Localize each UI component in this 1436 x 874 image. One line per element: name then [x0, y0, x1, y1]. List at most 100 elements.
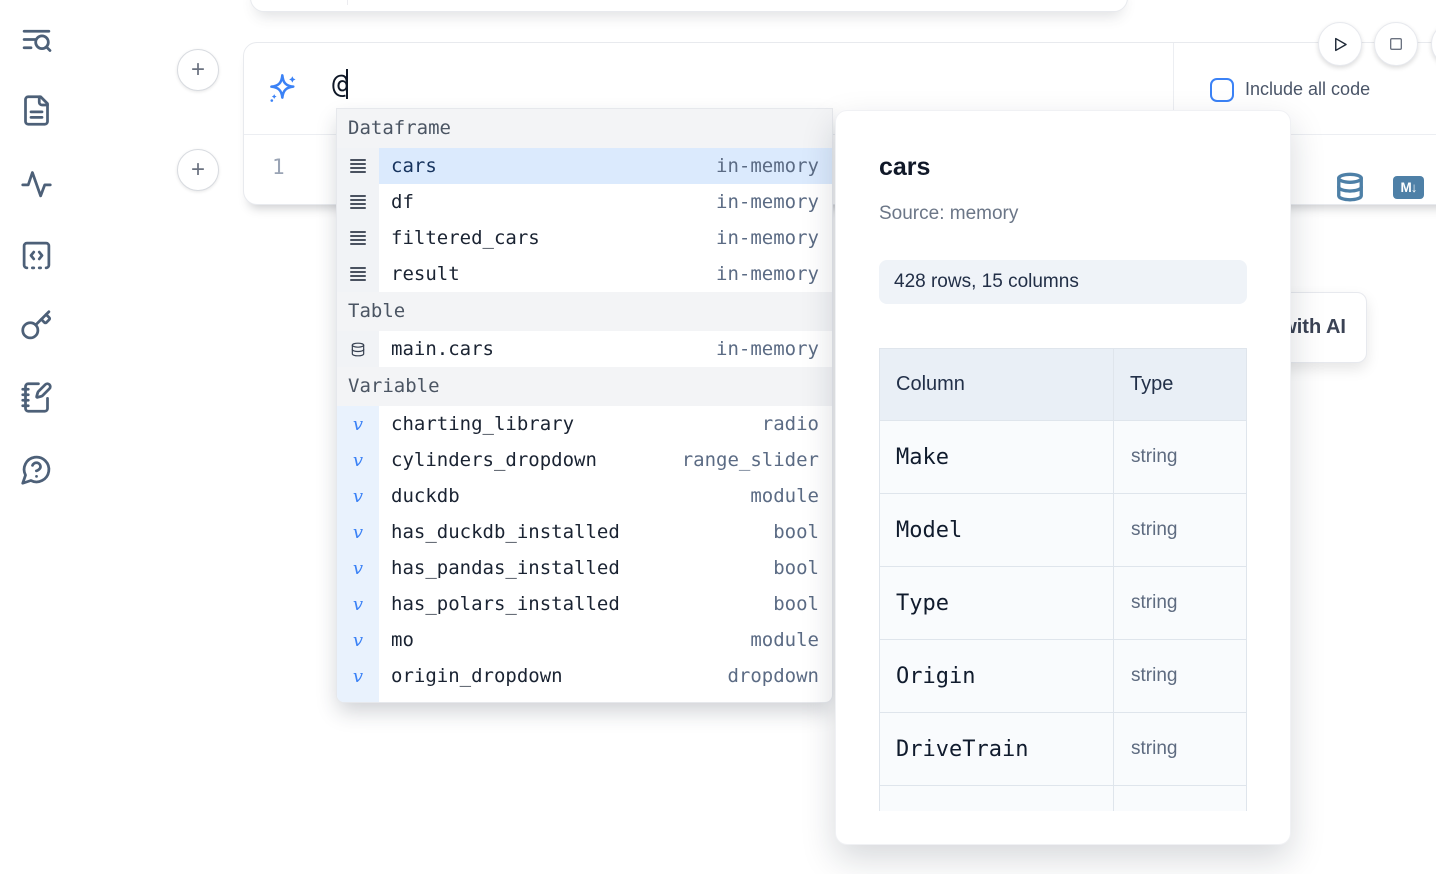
completion-item-gutter: v [337, 550, 379, 586]
preview-title: cars [879, 153, 931, 181]
table-database-icon [350, 341, 366, 358]
variable-icon: v [352, 449, 364, 471]
completion-item-name: cars [391, 155, 437, 177]
completion-item-gutter [337, 331, 379, 367]
completion-item-name: main.cars [391, 338, 494, 360]
ai-sparkle-icon [267, 72, 299, 104]
completion-item-name: table [391, 701, 448, 702]
dataframe-rows-icon [350, 195, 366, 209]
completion-item-type: in-memory [716, 227, 819, 249]
variable-icon: v [352, 485, 364, 507]
completion-item[interactable]: v cylinders_dropdown range_slider [337, 442, 832, 478]
database-icon[interactable] [1335, 171, 1365, 203]
completion-item-type: table [746, 701, 819, 702]
completion-item[interactable]: v duckdb module [337, 478, 832, 514]
completion-item[interactable]: vtabletable [337, 694, 832, 702]
preview-shape-badge: 428 rows, 15 columns [879, 260, 1247, 304]
schema-header-cell: Type [1113, 348, 1247, 421]
key-icon[interactable] [20, 309, 53, 342]
schema-column-type: string [1113, 712, 1247, 786]
completion-item-name: has_polars_installed [391, 593, 620, 615]
schema-header-cell: Column [879, 348, 1114, 421]
completion-item-gutter [337, 220, 379, 256]
completion-item[interactable]: v has_polars_installed bool [337, 586, 832, 622]
completion-item-name: cylinders_dropdown [391, 449, 597, 471]
gutter-divider [347, 0, 348, 5]
square-icon [1390, 38, 1402, 50]
schema-column-name: DriveTrain [879, 712, 1114, 786]
file-text-icon[interactable] [20, 94, 53, 127]
completion-item-gutter [337, 184, 379, 220]
completion-section-header: Table [337, 292, 832, 331]
completion-item-name: df [391, 191, 414, 213]
completion-item-type: module [750, 629, 819, 651]
completion-section-header: Variable [337, 367, 832, 406]
schema-column-type: string [1113, 493, 1247, 567]
completion-item-gutter: v [337, 658, 379, 694]
stop-cell-button[interactable] [1374, 22, 1418, 66]
help-chat-icon[interactable] [20, 453, 53, 486]
code-square-icon[interactable] [20, 239, 53, 272]
preview-source: Source: memory [879, 203, 1019, 224]
play-icon [1334, 37, 1347, 51]
completion-item-name: has_duckdb_installed [391, 521, 620, 543]
add-cell-below-button[interactable]: + [177, 149, 219, 191]
schema-row [879, 785, 1247, 811]
variable-icon: v [352, 557, 364, 579]
completion-item-name: mo [391, 629, 414, 651]
schema-column-name: Model [879, 493, 1114, 567]
ai-prompt-value: @ [332, 69, 349, 100]
completion-item-name: duckdb [391, 485, 460, 507]
completion-item-type: in-memory [716, 263, 819, 285]
completion-item-name: charting_library [391, 413, 575, 435]
completion-item-name: has_pandas_installed [391, 557, 620, 579]
completion-item-type: bool [773, 593, 819, 615]
dataframe-rows-icon [350, 159, 366, 173]
completion-item-type: range_slider [681, 449, 819, 471]
completion-item-gutter [337, 256, 379, 292]
schema-column-type [1113, 785, 1247, 811]
completion-item-name: filtered_cars [391, 227, 540, 249]
completion-item-gutter [337, 148, 379, 184]
completion-item-type: bool [773, 521, 819, 543]
dataframe-rows-icon [350, 267, 366, 281]
notebook-pen-icon[interactable] [20, 381, 53, 414]
completion-item[interactable]: result in-memory [337, 256, 832, 292]
schema-column-name [879, 785, 1114, 811]
text-caret [346, 69, 349, 99]
completion-item-gutter: v [337, 478, 379, 514]
list-search-icon[interactable] [20, 23, 53, 56]
completion-item-gutter: v [337, 622, 379, 658]
completion-item-gutter: v [337, 586, 379, 622]
completion-item[interactable]: v has_duckdb_installed bool [337, 514, 832, 550]
run-cell-button[interactable] [1318, 22, 1362, 66]
activity-icon[interactable] [20, 167, 53, 200]
ai-prompt-input[interactable]: @ [332, 69, 349, 100]
dataframe-rows-icon [350, 231, 366, 245]
variable-icon: v [352, 593, 364, 615]
schema-column-type: string [1113, 566, 1247, 640]
add-cell-above-button[interactable]: + [177, 49, 219, 91]
editor-line-number: 1 [272, 155, 285, 179]
markdown-convert-icon[interactable]: M↓ [1393, 176, 1424, 199]
completion-item-gutter: v [337, 514, 379, 550]
include-all-code-checkbox[interactable] [1210, 78, 1234, 102]
completion-item-name: result [391, 263, 460, 285]
completion-item[interactable]: filtered_cars in-memory [337, 220, 832, 256]
completion-item-type: module [750, 485, 819, 507]
